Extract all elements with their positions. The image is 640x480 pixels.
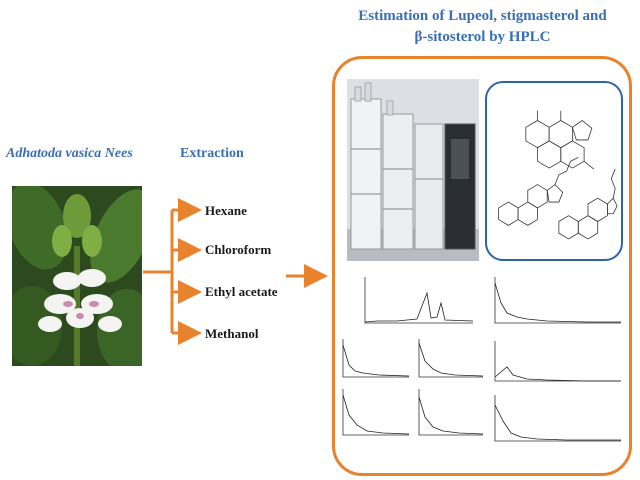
results-panel: [332, 56, 632, 476]
chromatogram-methanol: [415, 385, 485, 441]
solvent-chloroform: Chloroform: [205, 242, 272, 257]
title-line-2: β-sitosterol by HPLC: [414, 29, 551, 45]
chemical-structures: [485, 81, 623, 261]
solvent-hexane: Hexane: [205, 203, 247, 218]
plant-photo: [12, 186, 142, 366]
solvent-methanol: Methanol: [205, 326, 259, 341]
diagram-title: Estimation of Lupeol, stigmasterol and β…: [330, 6, 635, 48]
plant-name: Adhatoda vasica Nees: [6, 146, 133, 161]
chromatogram-chloroform: [415, 335, 485, 383]
hplc-instrument-photo: [347, 79, 479, 261]
title-line-1: Estimation of Lupeol, stigmasterol and: [358, 8, 607, 24]
chromatogram-hexane: [339, 335, 411, 383]
chromatogram-standards: [357, 273, 477, 331]
chromatogram-extract-1: [487, 273, 625, 331]
chromatogram-ethyl-acetate: [339, 385, 411, 441]
chromatogram-extract-3: [487, 391, 625, 447]
extraction-label: Extraction: [180, 146, 244, 161]
chromatogram-extract-2: [487, 337, 625, 387]
solvent-ethyl-acetate: Ethyl acetate: [205, 284, 278, 299]
